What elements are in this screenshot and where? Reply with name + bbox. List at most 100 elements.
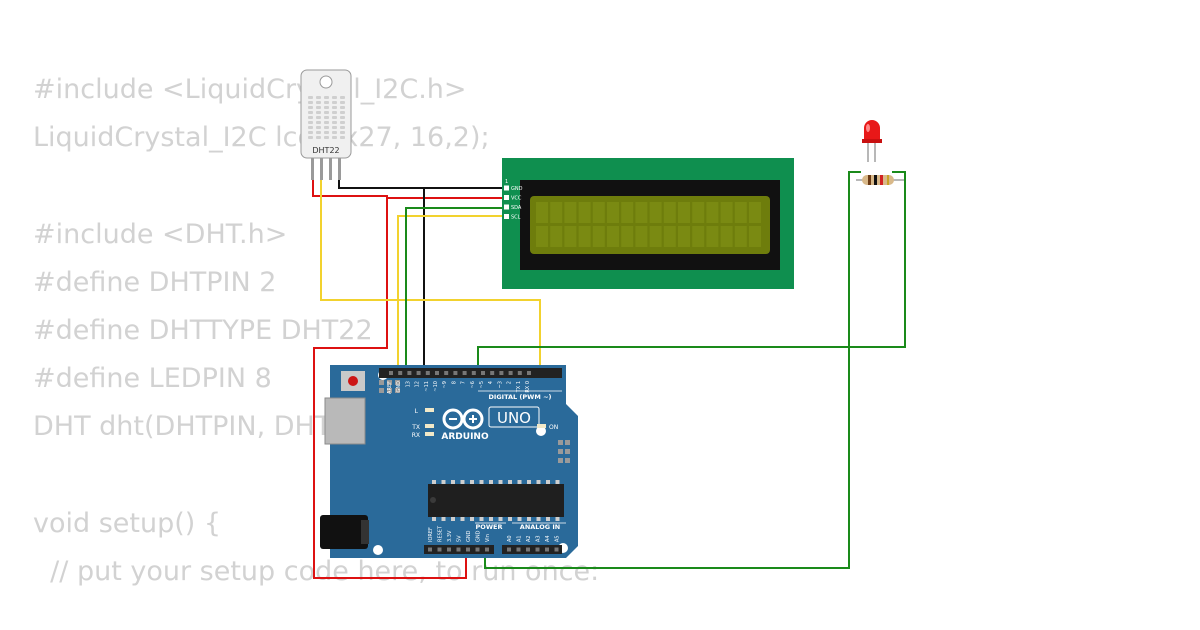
digital-header-pins	[389, 371, 531, 375]
led-label-on: ON	[549, 424, 558, 431]
header-pin[interactable]	[526, 547, 530, 552]
red-led[interactable]	[862, 120, 882, 162]
lcd-pin-label: VCC	[511, 196, 522, 202]
lcd-pin-sda[interactable]	[504, 204, 509, 210]
header-pin-label: ~6	[470, 381, 476, 388]
icsp-header	[379, 380, 400, 393]
header-pin[interactable]	[466, 547, 470, 552]
header-pin-label: Vin	[485, 534, 491, 542]
header-pin[interactable]	[499, 371, 504, 375]
header-pin[interactable]	[453, 371, 458, 375]
header-pin[interactable]	[507, 547, 511, 552]
header-pin[interactable]	[416, 371, 421, 375]
header-pin-label: ~10	[433, 381, 439, 392]
header-pin[interactable]	[485, 547, 489, 552]
digital-header[interactable]	[379, 368, 562, 378]
header-pin-label: A5	[555, 535, 561, 542]
header-pin-label: A1	[517, 535, 523, 542]
code-line: #include <DHT.h>	[33, 218, 288, 250]
lcd-pin-label: GND	[511, 186, 523, 192]
code-background: #include <LiquidCrystal_I2C.h>LiquidCrys…	[33, 66, 599, 596]
header-pin[interactable]	[435, 371, 439, 375]
uno-label: UNO	[497, 409, 531, 427]
arduino-logo: UNO ARDUINO	[441, 406, 540, 442]
arduino-brand: ARDUINO	[441, 432, 489, 442]
header-pin-label: RESET	[438, 525, 444, 542]
header-pin-label: 7	[461, 381, 467, 384]
header-pin-label: 13	[405, 381, 411, 387]
header-pin-label: 4	[488, 381, 494, 384]
header-pin[interactable]	[516, 547, 521, 552]
header-pin-label: 2	[507, 381, 513, 384]
wire-black-dht-gnd[interactable]	[338, 178, 508, 189]
dht22-sensor[interactable]: DHT22	[300, 69, 352, 180]
header-pin-label: GND	[466, 530, 472, 542]
code-line: #define DHTTYPE DHT22	[33, 315, 373, 347]
header-pin[interactable]	[554, 547, 559, 552]
header-pin[interactable]	[398, 371, 403, 375]
header-pin-label: 12	[415, 381, 421, 387]
lcd-pin-label: SCL	[511, 215, 521, 221]
wire-green-gnd[interactable]	[484, 171, 861, 569]
header-pin-label: ~9	[442, 381, 448, 388]
dht22-vent-grid	[308, 96, 345, 139]
wire-green-lcd-sda[interactable]	[405, 207, 508, 372]
power-label: POWER	[476, 523, 503, 531]
header-pin[interactable]	[471, 371, 476, 375]
header-pin-label: ~5	[479, 381, 485, 388]
resistor[interactable]	[856, 175, 904, 185]
wire-red-dht-vcc[interactable]	[312, 178, 467, 579]
lcd-pin-gnd[interactable]	[504, 185, 509, 191]
header-pin[interactable]	[389, 371, 393, 375]
header-pin[interactable]	[490, 371, 495, 375]
code-line: #define LEDPIN 8	[33, 363, 272, 395]
led-label-tx: TX	[411, 424, 420, 431]
header-pin-label: 3.3V	[447, 530, 453, 542]
header-pin[interactable]	[407, 371, 412, 375]
header-pin[interactable]	[517, 371, 522, 375]
header-pin[interactable]	[437, 547, 442, 552]
analog-in-label: ANALOG IN	[520, 523, 560, 531]
header-pin[interactable]	[481, 371, 485, 375]
wire-yellow-dht-data[interactable]	[320, 178, 541, 372]
usb-port	[324, 397, 366, 445]
header-pin-label: AREF	[387, 381, 393, 394]
header-pin[interactable]	[475, 547, 480, 552]
header-pin[interactable]	[535, 547, 540, 552]
header-pin[interactable]	[425, 371, 430, 375]
header-pin[interactable]	[447, 547, 451, 552]
wires	[312, 171, 906, 579]
dht22-label: DHT22	[312, 146, 339, 155]
analog-header[interactable]	[502, 545, 562, 554]
header-pin-label: 5V	[457, 535, 463, 542]
header-pin-label: RX 0	[525, 381, 531, 393]
header-pin-label: GND	[396, 381, 402, 393]
digital-pwm-label: DIGITAL (PWM ~)	[489, 393, 552, 401]
lcd-pin-vcc[interactable]	[504, 195, 509, 200]
header-pin[interactable]	[508, 371, 513, 375]
header-pin-label: A4	[545, 535, 551, 542]
header-pin[interactable]	[456, 547, 461, 552]
lcd-pin-number: 1	[505, 179, 508, 185]
lcd-pin-scl[interactable]	[504, 214, 509, 219]
bottom-header-pins	[428, 547, 559, 552]
header-pin[interactable]	[444, 371, 449, 375]
wire-green-pin8[interactable]	[477, 171, 906, 372]
code-line: // put your setup code here, to run once…	[33, 556, 600, 588]
header-pin-label: A3	[536, 535, 542, 542]
header-pin[interactable]	[462, 371, 467, 375]
header-pin[interactable]	[527, 371, 531, 375]
header-pin[interactable]	[545, 547, 549, 552]
icsp-header-2	[558, 440, 570, 463]
wire-yellow-lcd-scl[interactable]	[397, 215, 508, 372]
code-line: #define DHTPIN 2	[33, 266, 277, 298]
header-pin-label: A2	[526, 535, 532, 542]
header-pin[interactable]	[428, 547, 432, 552]
lcd-character-cells	[536, 202, 761, 247]
